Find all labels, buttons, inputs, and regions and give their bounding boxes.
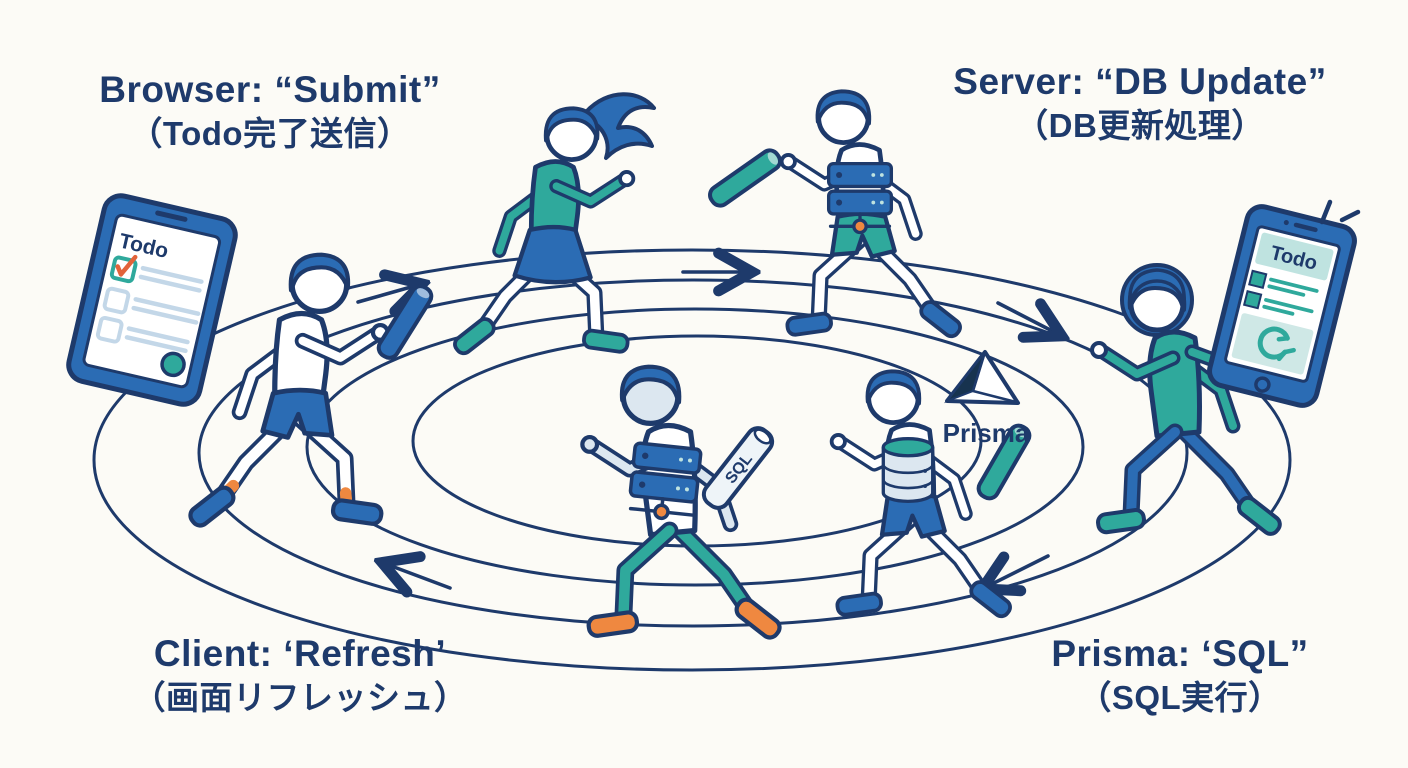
client-label: Client: ‘Refresh’ （画面リフレッシュ） bbox=[90, 632, 510, 718]
fab-button bbox=[160, 351, 186, 378]
todo-list-item bbox=[1248, 269, 1319, 297]
prisma-label-line2: （SQL実行） bbox=[1078, 678, 1282, 716]
todo-list-item bbox=[1242, 290, 1314, 316]
sql-baton: SQL bbox=[701, 426, 775, 510]
prisma-label: Prisma: ‘SQL” （SQL実行） bbox=[965, 632, 1395, 718]
arrow-up-left-icon bbox=[386, 564, 452, 588]
bob-hair-fringe bbox=[1128, 268, 1186, 304]
right-todo-phone: Todo bbox=[1207, 204, 1357, 408]
arrow-down-right-icon bbox=[996, 303, 1058, 334]
ponytail-hair bbox=[584, 92, 656, 160]
unchecked-todo-item bbox=[95, 315, 190, 354]
browser-label-line1: Browser: “Submit” bbox=[99, 69, 441, 110]
submit-runner bbox=[452, 92, 656, 356]
home-button bbox=[1254, 376, 1271, 393]
client-label-line1: Client: ‘Refresh’ bbox=[153, 633, 447, 674]
prisma-logo-text: Prisma bbox=[943, 418, 1030, 448]
phone-notch bbox=[155, 210, 188, 222]
arrow-up-right-icon bbox=[356, 285, 418, 302]
checked-todo-item bbox=[109, 254, 204, 293]
prisma-logo: Prisma bbox=[943, 350, 1030, 448]
server-baton bbox=[704, 144, 786, 212]
server-label-line1: Server: “DB Update” bbox=[953, 61, 1327, 102]
left-todo-phone: Todo bbox=[66, 193, 238, 407]
refresh-icon bbox=[1257, 326, 1296, 362]
sparkle-icon bbox=[1319, 199, 1361, 225]
arrow-down-left-icon bbox=[986, 556, 1050, 587]
client-label-line2: （画面リフレッシュ） bbox=[132, 678, 468, 716]
refresh-runner: SQL bbox=[582, 367, 783, 641]
unchecked-todo-item bbox=[102, 286, 201, 325]
browser-label-line2: （Todo完了送信） bbox=[129, 114, 411, 152]
browser-label: Browser: “Submit” （Todo完了送信） bbox=[70, 68, 470, 154]
database-shirt-icon bbox=[881, 436, 935, 504]
prisma-runner bbox=[832, 371, 1035, 619]
server-label: Server: “DB Update” （DB更新処理） bbox=[910, 60, 1370, 146]
prisma-label-line1: Prisma: ‘SQL” bbox=[1051, 633, 1309, 674]
check-icon bbox=[115, 254, 138, 277]
server-label-line2: （DB更新処理） bbox=[1015, 106, 1265, 144]
flow-arrows bbox=[356, 272, 1058, 588]
